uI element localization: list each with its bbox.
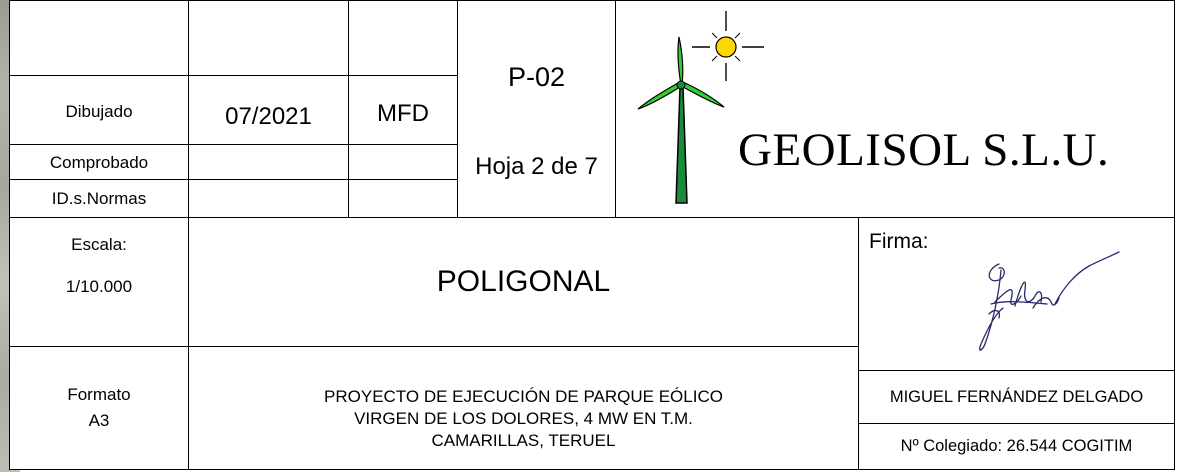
engineer-license-cell: Nº Colegiado: 26.544 COGITIM bbox=[858, 423, 1175, 470]
project-line-2: VIRGEN DE LOS DOLORES, 4 MW EN T.M. bbox=[354, 409, 693, 428]
project-line-3: CAMARILLAS, TERUEL bbox=[431, 431, 616, 450]
engineer-license: Nº Colegiado: 26.544 COGITIM bbox=[900, 437, 1133, 455]
blank-cell-initials-top bbox=[348, 0, 458, 76]
sun-icon bbox=[692, 11, 764, 81]
normas-date-cell bbox=[188, 179, 349, 218]
wind-turbine-sun-icon bbox=[637, 11, 764, 204]
blank-cell-top-left bbox=[9, 0, 189, 76]
initials-value: MFD bbox=[377, 100, 429, 127]
plan-cell: P-02 Hoja 2 de 7 bbox=[457, 0, 616, 218]
initials-cell: MFD bbox=[348, 75, 458, 145]
dibujado-label: Dibujado bbox=[65, 102, 133, 121]
company-name: GEOLISOL S.L.U. bbox=[738, 124, 1110, 176]
normas-initials-cell bbox=[348, 179, 458, 218]
scale-label: Escala: bbox=[71, 235, 127, 254]
date-value: 07/2021 bbox=[225, 103, 312, 130]
comprobado-label-cell: Comprobado bbox=[9, 144, 189, 180]
normas-label: ID.s.Normas bbox=[51, 189, 147, 208]
blank-cell-date-top bbox=[188, 0, 349, 76]
comprobado-initials-cell bbox=[348, 144, 458, 180]
signature-label: Firma: bbox=[869, 230, 929, 253]
format-value: A3 bbox=[88, 411, 110, 430]
comprobado-label: Comprobado bbox=[49, 153, 149, 172]
comprobado-date-cell bbox=[188, 144, 349, 180]
project-cell: PROYECTO DE EJECUCIÓN DE PARQUE EÓLICO V… bbox=[188, 346, 859, 470]
signature-cell: Firma: bbox=[858, 217, 1175, 371]
handwritten-signature bbox=[979, 251, 1120, 351]
plan-sheet: Hoja 2 de 7 bbox=[475, 153, 598, 180]
normas-label-cell: ID.s.Normas bbox=[9, 179, 189, 218]
project-line-1: PROYECTO DE EJECUCIÓN DE PARQUE EÓLICO bbox=[324, 387, 723, 406]
engineer-name: MIGUEL FERNÁNDEZ DELGADO bbox=[889, 388, 1144, 406]
format-cell: Formato A3 bbox=[9, 346, 189, 470]
date-cell: 07/2021 bbox=[188, 75, 349, 145]
scale-value: 1/10.000 bbox=[65, 277, 133, 296]
engineer-name-cell: MIGUEL FERNÁNDEZ DELGADO bbox=[858, 370, 1175, 424]
drawing-title: POLIGONAL bbox=[436, 265, 611, 298]
company-cell: GEOLISOL S.L.U. bbox=[615, 0, 1175, 218]
plan-code: P-02 bbox=[507, 62, 566, 92]
scale-cell: Escala: 1/10.000 bbox=[9, 217, 189, 347]
format-label: Formato bbox=[67, 385, 131, 404]
turbine-icon bbox=[637, 36, 725, 204]
dibujado-label-cell: Dibujado bbox=[9, 75, 189, 145]
drawing-title-cell: POLIGONAL bbox=[188, 217, 859, 347]
